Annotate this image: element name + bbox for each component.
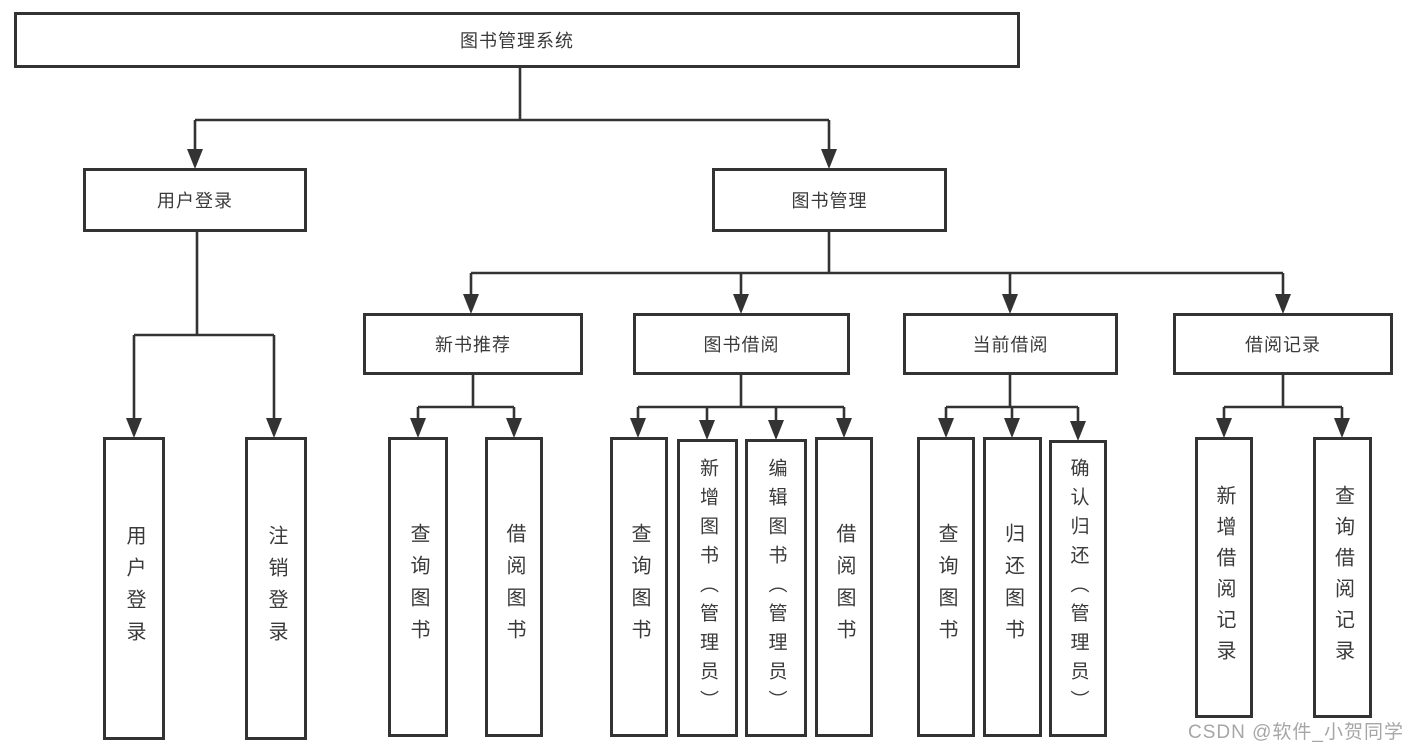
node-label: 图书管理	[791, 191, 868, 211]
leaf-query-books-borrowing: 查询图书	[610, 437, 668, 737]
leaf-return-books: 归还图书	[983, 437, 1042, 737]
node-book-borrowing: 图书借阅	[633, 313, 850, 375]
node-label: 当前借阅	[972, 335, 1049, 355]
leaf-query-books-newbooks: 查询图书	[388, 437, 448, 737]
leaf-borrow-books-newbooks: 借阅图书	[485, 437, 543, 737]
node-label: 归还图书	[1001, 523, 1024, 651]
node-label: 查询图书	[628, 523, 650, 651]
node-new-book-recommend: 新书推荐	[363, 313, 583, 375]
node-label: 图书管理系统	[460, 31, 574, 51]
node-book-management: 图书管理	[712, 168, 947, 232]
node-label: 用户登录	[157, 191, 233, 211]
node-label: 新书推荐	[435, 335, 511, 355]
node-label: 确认归还（管理员）	[1067, 458, 1089, 719]
node-label: 查询图书	[407, 523, 429, 651]
node-current-borrowing: 当前借阅	[903, 313, 1118, 375]
leaf-logout: 注销登录	[245, 437, 307, 740]
node-label: 图书借阅	[703, 335, 780, 355]
node-borrowing-records: 借阅记录	[1173, 313, 1393, 375]
node-label: 借阅记录	[1245, 335, 1321, 355]
node-label: 注销登录	[265, 524, 287, 653]
leaf-edit-books-admin: 编辑图书（管理员）	[745, 439, 807, 737]
node-label: 借阅图书	[503, 523, 525, 651]
leaf-user-login: 用户登录	[103, 437, 165, 740]
node-label: 用户登录	[123, 524, 145, 653]
node-user-login: 用户登录	[83, 168, 307, 232]
node-label: 新增图书（管理员）	[697, 457, 718, 719]
csdn-watermark: CSDN @软件_小贺同学	[1188, 722, 1404, 743]
node-label: 查询图书	[935, 523, 957, 651]
leaf-query-borrow-record: 查询借阅记录	[1313, 437, 1372, 718]
leaf-add-borrow-record: 新增借阅记录	[1195, 437, 1253, 718]
leaf-borrow-books-borrowing: 借阅图书	[815, 437, 873, 737]
node-label: 查询借阅记录	[1331, 484, 1354, 671]
leaf-confirm-return-admin: 确认归还（管理员）	[1049, 440, 1107, 737]
leaf-add-books-admin: 新增图书（管理员）	[677, 439, 738, 737]
node-label: 编辑图书（管理员）	[765, 457, 787, 719]
leaf-query-books-current: 查询图书	[917, 437, 975, 737]
node-label: 借阅图书	[833, 523, 855, 651]
node-label: 新增借阅记录	[1213, 484, 1235, 671]
node-library-management-system: 图书管理系统	[14, 12, 1020, 68]
